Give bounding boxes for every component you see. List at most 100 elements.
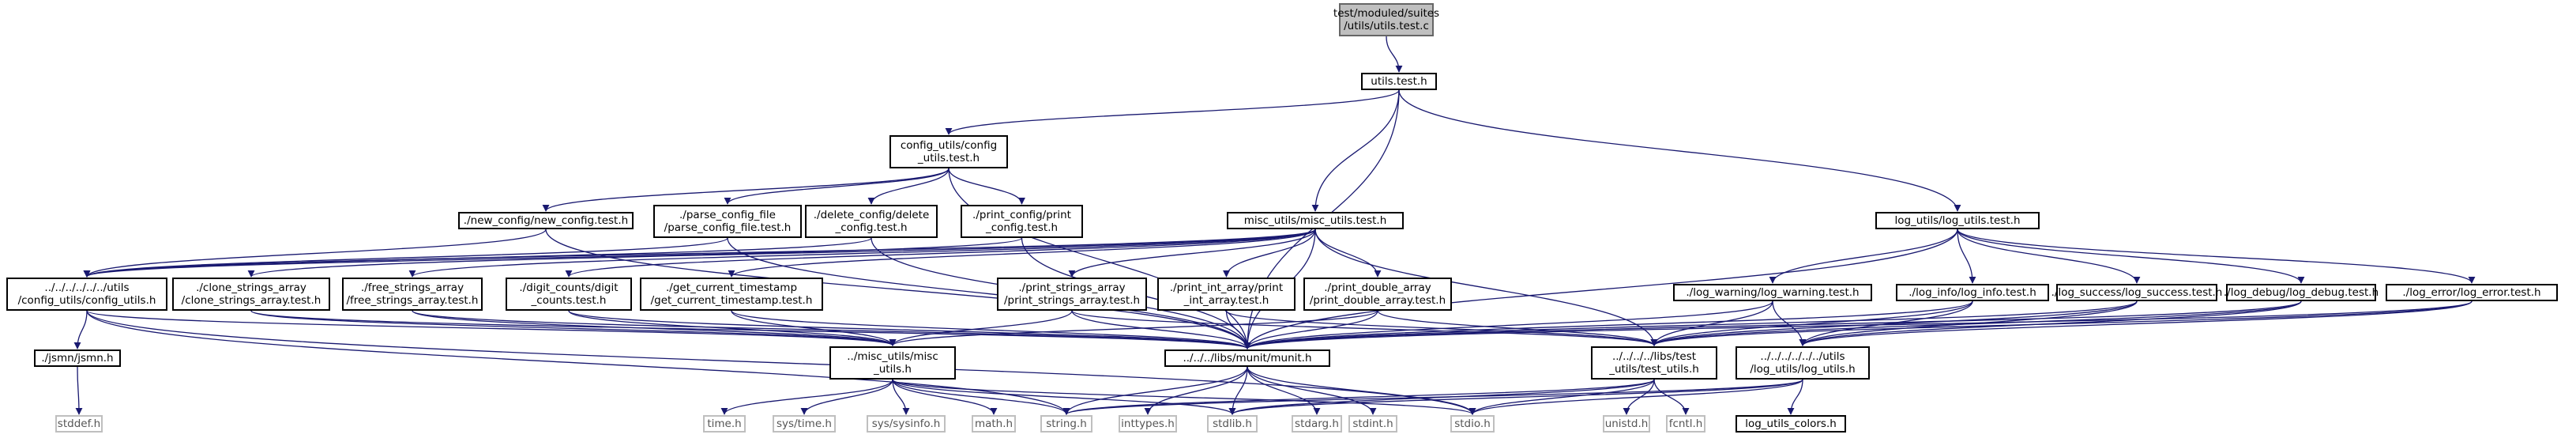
node-get-current-timestamp-test-h[interactable]: ./get_current_timestamp /get_current_tim… <box>640 278 823 311</box>
node-label-line: ../misc_utils/misc <box>847 350 938 363</box>
edge-config_utils_h-to-jsmn <box>73 310 88 349</box>
node-log-utils-h[interactable]: ../../../../../../utils /log_utils/log_u… <box>1736 346 1870 380</box>
node-config-utils-test-h[interactable]: config_utils/config _utils.test.h <box>889 135 1008 168</box>
node-label-line: time.h <box>707 417 742 430</box>
node-print-int-array-test-h[interactable]: ./print_int_array/print _int_array.test.… <box>1157 278 1296 311</box>
node-label-line: _utils.test.h <box>917 152 980 164</box>
edge-root-to-utils_test <box>1386 36 1403 73</box>
node-munit-h[interactable]: ../../../libs/munit/munit.h <box>1164 349 1330 367</box>
edge-log_utils_h-to-stdlib <box>1228 379 1803 415</box>
node-label-line: _config.test.h <box>835 221 908 234</box>
edge-munit-to-string <box>1062 366 1248 415</box>
node-label-line: config_utils/config <box>900 139 998 152</box>
edge-misc_utils_h-to-stdio <box>892 379 1476 415</box>
edge-misc_utils_test-to-digit_counts <box>565 229 1316 278</box>
edge-test_utils-to-string <box>1062 379 1655 415</box>
edge-parse_config-to-munit <box>727 237 1251 349</box>
node-print-config-test-h[interactable]: ./print_config/print _config.test.h <box>961 205 1083 238</box>
edge-misc_utils_h-to-sys_time <box>800 379 893 415</box>
node-log-error-test-h[interactable]: ./log_error/log_error.test.h <box>2386 284 2558 301</box>
edge-log_success-to-test_utils <box>1650 300 2138 346</box>
node-clone-strings-array-test-h[interactable]: ./clone_strings_array /clone_strings_arr… <box>172 278 330 311</box>
node-label-line: ./print_int_array/print <box>1169 281 1284 294</box>
node-label-line: /free_strings_array.test.h <box>346 294 479 307</box>
edge-config_utils_test-to-delete_config <box>867 168 950 205</box>
node-jsmn-h[interactable]: ./jsmn/jsmn.h <box>34 349 121 367</box>
node-label-line: ./digit_counts/digit <box>519 281 619 294</box>
node-label-line: stdint.h <box>1352 417 1393 430</box>
edge-munit-to-stdint <box>1247 366 1377 415</box>
node-label-line: stdarg.h <box>1295 417 1339 430</box>
edge-log_utils_h-to-stdio <box>1469 379 1803 415</box>
node-inttypes-h: inttypes.h <box>1119 415 1177 433</box>
edge-misc_utils_test-to-print_double <box>1314 229 1382 278</box>
node-label-line: /print_double_array.test.h <box>1309 294 1446 307</box>
node-label-line: ./jsmn/jsmn.h <box>41 352 114 365</box>
node-label-line: sys/sysinfo.h <box>871 417 941 430</box>
edge-digit_counts-to-munit <box>568 310 1251 349</box>
edge-config_utils_test-to-print_config <box>948 168 1025 205</box>
edge-log_utils_test-to-log_debug <box>1957 229 2305 284</box>
node-delete-config-test-h[interactable]: ./delete_config/delete _config.test.h <box>805 205 938 238</box>
node-label-line: _counts.test.h <box>531 294 607 307</box>
node-log-warning-test-h[interactable]: ./log_warning/log_warning.test.h <box>1673 284 1872 301</box>
node-config-utils-h[interactable]: ../../../../../../utils /config_utils/co… <box>6 278 167 311</box>
edge-munit-to-stdlib <box>1228 366 1248 415</box>
node-log-debug-test-h[interactable]: ./log_debug/log_debug.test.h <box>2223 284 2379 301</box>
node-new-config-test-h[interactable]: ./new_config/new_config.test.h <box>458 212 634 229</box>
node-digit-counts-test-h[interactable]: ./digit_counts/digit _counts.test.h <box>506 278 632 311</box>
node-misc-utils-test-h[interactable]: misc_utils/misc_utils.test.h <box>1227 212 1404 229</box>
edge-log_utils_h-to-log_utils_colors <box>1787 379 1803 415</box>
edge-parse_config-to-config_utils_h <box>83 237 728 278</box>
edge-clone_strings-to-misc_utils_h <box>250 310 897 346</box>
node-label-line: ../../../libs/munit/munit.h <box>1183 352 1312 365</box>
edge-log_info-to-test_utils <box>1650 300 1973 346</box>
node-label-line: ./print_double_array <box>1324 281 1431 294</box>
edge-log_warning-to-test_utils <box>1650 300 1773 346</box>
edge-misc_utils_h-to-time <box>720 379 893 415</box>
node-label-line: stddef.h <box>57 417 101 430</box>
node-log-success-test-h[interactable]: ./log_success/log_success.test.h <box>2051 284 2222 301</box>
node-label-line: /utils/utils.test.c <box>1344 20 1429 32</box>
node-utils-test-h[interactable]: utils.test.h <box>1361 73 1437 90</box>
node-print-strings-array-test-h[interactable]: ./print_strings_array /print_strings_arr… <box>997 278 1147 311</box>
node-label-line: inttypes.h <box>1121 417 1175 430</box>
node-label-line: utils.test.h <box>1371 75 1427 88</box>
edge-new_config-to-config_utils_h <box>83 229 547 278</box>
node-label-line: /config_utils/config_utils.h <box>17 294 156 307</box>
node-label-line: ./new_config/new_config.test.h <box>463 214 629 227</box>
node-log-info-test-h[interactable]: ./log_info/log_info.test.h <box>1896 284 2049 301</box>
edge-test_utils-to-stdio <box>1469 379 1655 415</box>
node-time-h: time.h <box>703 415 746 433</box>
node-misc-utils-h[interactable]: ../misc_utils/misc _utils.h <box>829 346 956 380</box>
edge-test_utils-to-fcntl <box>1653 379 1690 415</box>
node-label-line: ./free_strings_array <box>360 281 464 294</box>
node-label-line: sys/time.h <box>777 417 832 430</box>
node-label-line: ./log_info/log_info.test.h <box>1908 286 2036 299</box>
node-test-utils-h[interactable]: ../../../../libs/test _utils/test_utils.… <box>1591 346 1717 380</box>
node-unistd-h: unistd.h <box>1603 415 1650 433</box>
edge-log_info-to-munit <box>1243 300 1973 349</box>
node-free-strings-array-test-h[interactable]: ./free_strings_array /free_strings_array… <box>342 278 483 311</box>
edge-log_utils_test-to-log_success <box>1957 229 2141 284</box>
node-label-line: log_utils/log_utils.test.h <box>1894 214 2021 227</box>
edge-config_utils_test-to-munit <box>948 168 1251 349</box>
edge-print_double-to-munit <box>1243 310 1378 349</box>
node-print-double-array-test-h[interactable]: ./print_double_array /print_double_array… <box>1303 278 1452 311</box>
node-log-utils-colors-h[interactable]: log_utils_colors.h <box>1736 415 1846 433</box>
edge-utils_test-to-misc_utils_test <box>1311 89 1400 212</box>
node-log-utils-test-h[interactable]: log_utils/log_utils.test.h <box>1875 212 2040 229</box>
edge-config_utils_test-to-new_config <box>542 168 950 212</box>
node-parse-config-file-test-h[interactable]: ./parse_config_file /parse_config_file.t… <box>653 205 802 238</box>
node-utils-test-c-root: test/moduled/suites /utils/utils.test.c <box>1333 3 1439 36</box>
edge-clone_strings-to-munit <box>250 310 1251 349</box>
edge-get_timestamp-to-misc_utils_h <box>731 310 897 346</box>
node-label-line: /parse_config_file.test.h <box>664 221 792 234</box>
edge-jsmn-to-stddef <box>75 366 83 415</box>
edge-digit_counts-to-misc_utils_h <box>568 310 897 346</box>
edge-print_strings-to-test_utils <box>1071 310 1658 346</box>
node-label-line: ./get_current_timestamp <box>665 281 798 294</box>
node-label-line: math.h <box>974 417 1013 430</box>
node-label-line: ./log_debug/log_debug.test.h <box>2223 286 2379 299</box>
node-label-line: log_utils_colors.h <box>1745 417 1837 430</box>
